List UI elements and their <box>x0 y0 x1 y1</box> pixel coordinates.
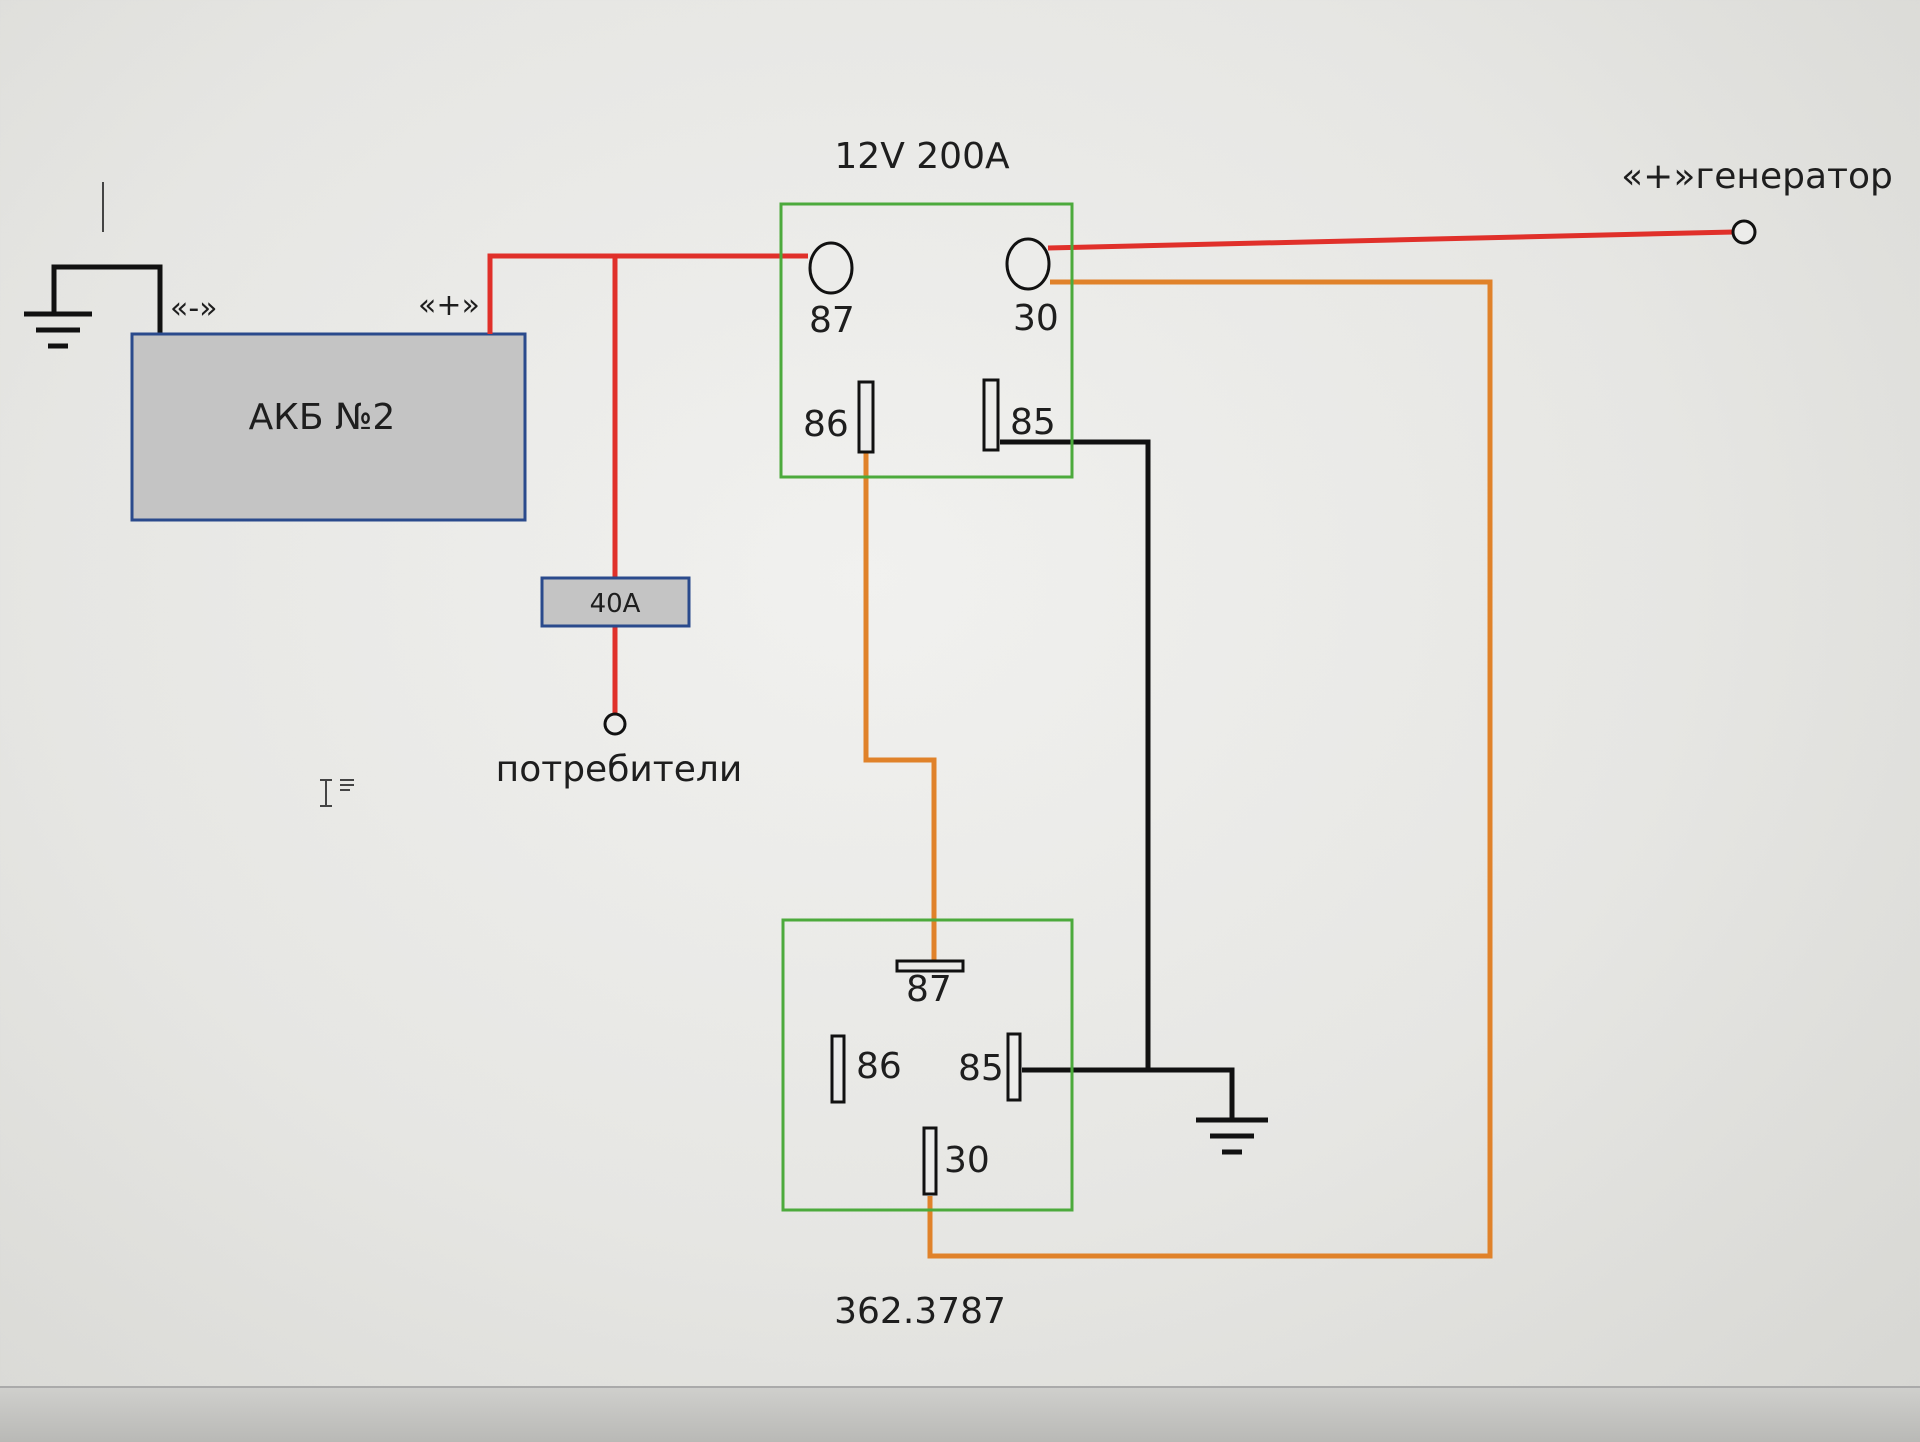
text-cursor-icon <box>320 779 354 807</box>
ground-symbol-right <box>1196 1117 1268 1155</box>
small-relay-pin-30-label: 30 <box>944 1140 990 1181</box>
main-relay-pin-85-label: 85 <box>1010 402 1056 443</box>
ground-symbol-left <box>24 264 163 349</box>
small-relay-pin-30 <box>922 1126 938 1196</box>
main-relay-pin-30-label: 30 <box>1013 298 1059 339</box>
screen-bottom-bar <box>0 1386 1920 1442</box>
main-relay-pin-87-label: 87 <box>809 300 855 341</box>
battery-box <box>130 332 527 522</box>
small-relay-pin-86-label: 86 <box>856 1046 902 1087</box>
consumers-terminal <box>603 712 627 736</box>
small-relay-pin-85 <box>1006 1032 1022 1102</box>
main-relay-pin-86-label: 86 <box>803 404 849 445</box>
main-relay-pin-87 <box>808 241 854 295</box>
battery-minus-label: «-» <box>170 291 218 326</box>
generator-label: «+»генератор <box>1621 156 1893 197</box>
power-wires <box>487 229 1735 714</box>
main-relay-rating: 12V 200A <box>834 136 1010 177</box>
fuse-label: 40A <box>590 589 641 619</box>
main-relay-pin-30 <box>1005 237 1051 291</box>
small-relay-pin-86 <box>830 1034 846 1104</box>
small-relay-model: 362.3787 <box>834 1291 1006 1332</box>
main-relay-box <box>779 202 1074 479</box>
small-relay-box <box>781 918 1074 1212</box>
fuse-box <box>540 576 691 628</box>
battery-plus-label: «+» <box>418 288 480 323</box>
small-relay-pin-87-label: 87 <box>906 969 952 1010</box>
small-relay-pin-85-label: 85 <box>958 1048 1004 1089</box>
battery-label: АКБ №2 <box>249 397 396 438</box>
generator-terminal <box>1731 219 1757 245</box>
small-relay-pin-87 <box>895 959 965 973</box>
control-wires <box>863 279 1493 1259</box>
ground-wires <box>1000 439 1235 1120</box>
main-relay-pin-86 <box>857 380 875 454</box>
main-relay-pin-85 <box>982 378 1000 452</box>
consumers-label: потребители <box>496 749 743 790</box>
